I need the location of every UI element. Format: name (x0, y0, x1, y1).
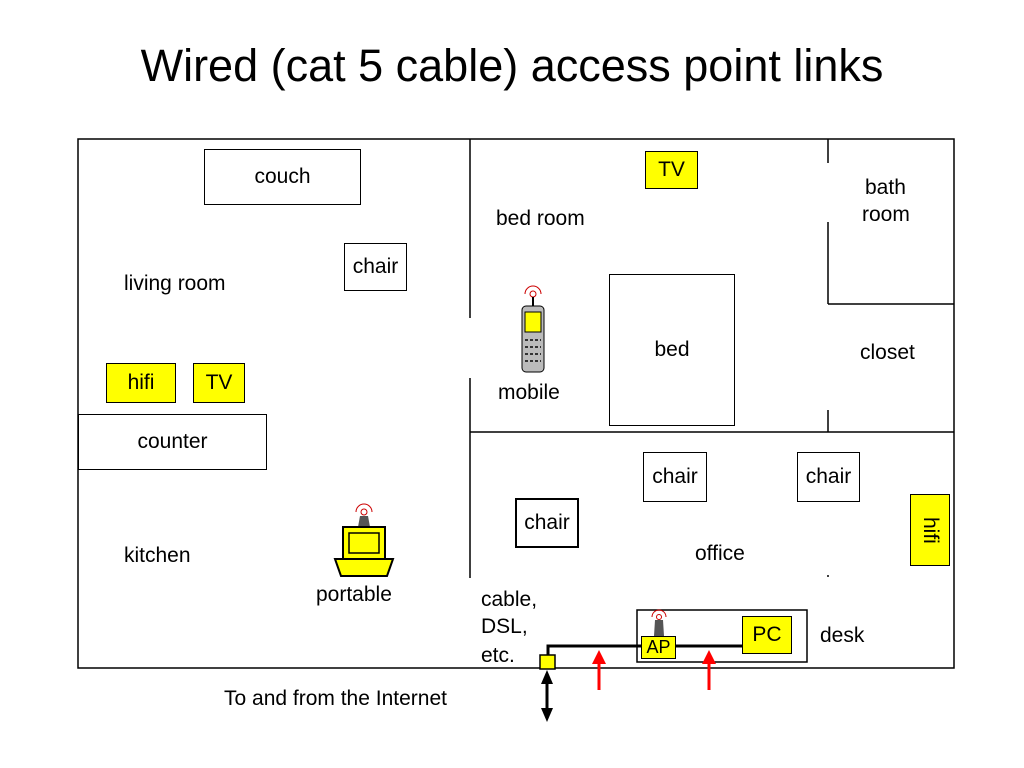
desk-label: desk (820, 624, 865, 647)
room-label-office: office (695, 542, 745, 565)
device-ap: AP (641, 636, 676, 659)
red-arrow-2-head (702, 650, 716, 664)
internet-arrow-down (541, 708, 553, 722)
room-label-kitchen: kitchen (124, 544, 191, 567)
room-label-room: room (862, 203, 910, 226)
furniture-bed: bed (609, 274, 735, 426)
furniture-couch: couch (204, 149, 361, 205)
device-label-mobile: mobile (498, 381, 560, 404)
mobile-phone-icon (521, 285, 545, 373)
furniture-chair-office-2: chair (797, 452, 860, 502)
outer-wall (77, 138, 955, 669)
device-pc: PC (742, 616, 792, 654)
device-hifi-living: hifi (106, 363, 176, 403)
wall-jack (539, 654, 556, 670)
internet-caption: To and from the Internet (224, 687, 447, 710)
connection-label-dsl: DSL, (481, 615, 528, 638)
device-tv-bedroom: TV (645, 151, 698, 189)
desk (636, 609, 808, 663)
room-label-closet: closet (860, 341, 915, 364)
furniture-chair-office-1: chair (643, 452, 707, 502)
furniture-chair-office-3: chair (515, 498, 579, 548)
room-label-bed-room: bed room (496, 207, 585, 230)
furniture-chair-living: chair (344, 243, 407, 291)
furniture-counter: counter (78, 414, 267, 470)
device-label-portable: portable (316, 583, 392, 606)
room-label-bath: bath (865, 176, 906, 199)
red-arrow-1-head (592, 650, 606, 664)
connection-label-cable: cable, (481, 588, 538, 611)
page-title: Wired (cat 5 cable) access point links (140, 40, 884, 91)
internet-arrow-up (541, 670, 553, 684)
laptop-icon (333, 503, 395, 577)
access-point-antenna-icon (651, 609, 667, 636)
device-hifi-office: hifi (910, 494, 950, 566)
connection-label-etc: etc. (481, 644, 515, 667)
device-tv-living: TV (193, 363, 245, 403)
room-label-living-room: living room (124, 272, 226, 295)
